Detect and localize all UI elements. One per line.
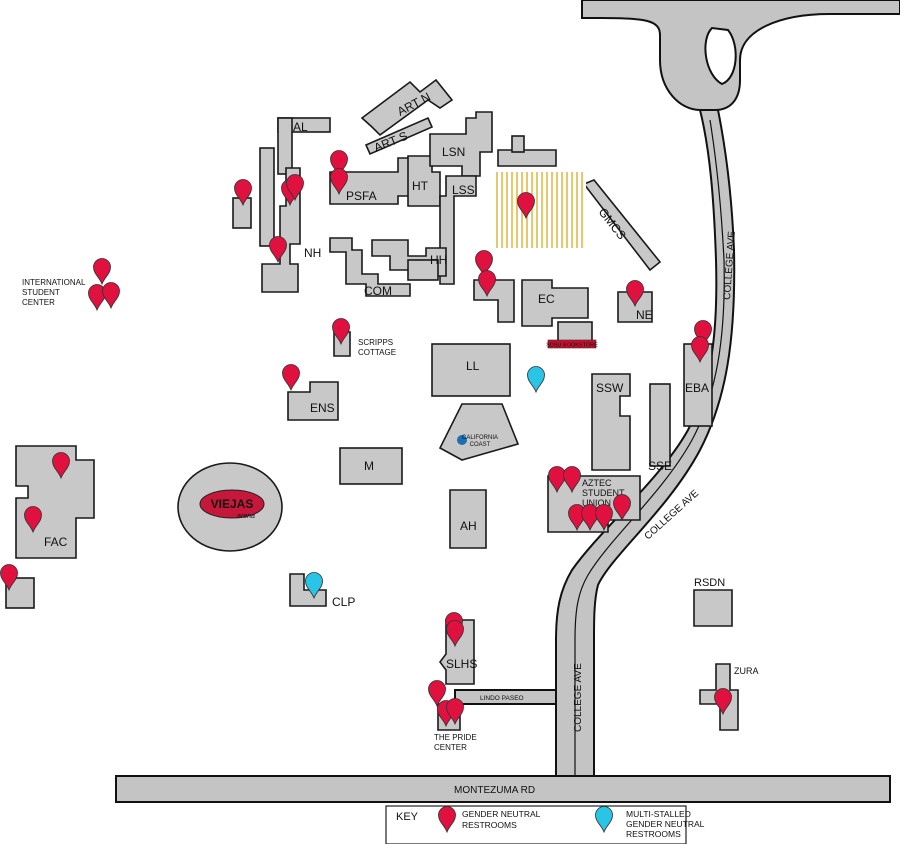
bookstore-sign: SDSU BOOKSTORE bbox=[546, 339, 598, 349]
label-aztec-1: AZTEC bbox=[582, 478, 612, 488]
label-m: M bbox=[364, 459, 374, 473]
label-ah: AH bbox=[460, 519, 477, 533]
college-ave-median bbox=[574, 119, 725, 778]
label-fac: FAC bbox=[44, 535, 68, 549]
ah-building bbox=[449, 489, 487, 549]
viejas-logo: VIEJAS arena bbox=[199, 489, 265, 520]
label-slhs: SLHS bbox=[446, 657, 477, 671]
label-sse: SSE bbox=[648, 459, 672, 473]
ll-building bbox=[431, 343, 511, 397]
legend-blue-label-3: RESTROOMS bbox=[626, 829, 681, 839]
legend-red-label-2: RESTROOMS bbox=[462, 820, 517, 830]
montezuma-label: MONTEZUMA RD bbox=[454, 785, 535, 796]
multi-stall-pin-1[interactable] bbox=[527, 366, 545, 393]
label-ll: LL bbox=[466, 359, 480, 373]
lsn-annex bbox=[497, 149, 557, 167]
label-aztec-2: STUDENT bbox=[582, 488, 625, 498]
gmcs-building bbox=[582, 179, 662, 272]
map-legend: KEY GENDER NEUTRAL RESTROOMS MULTI-STALL… bbox=[385, 805, 705, 844]
montezuma-road bbox=[115, 775, 891, 803]
label-al: AL bbox=[293, 120, 308, 134]
label-clp: CLP bbox=[332, 595, 355, 609]
restroom-pin-7[interactable] bbox=[93, 258, 111, 285]
college-ave-label-1: COLLEGE AVE bbox=[722, 231, 738, 301]
label-isc-1: INTERNATIONAL bbox=[22, 278, 86, 287]
label-nh: NH bbox=[304, 246, 321, 260]
legend-title: KEY bbox=[396, 811, 419, 823]
fac-building bbox=[15, 445, 95, 559]
viejas-logo-subtext: arena bbox=[237, 513, 255, 520]
california-coast-logo: CALIFORNIA COAST bbox=[457, 435, 498, 448]
label-ens: ENS bbox=[310, 401, 335, 415]
label-ec: EC bbox=[538, 292, 555, 306]
label-ne: NE bbox=[636, 308, 653, 322]
clp-building bbox=[289, 573, 327, 607]
label-pride-2: CENTER bbox=[434, 743, 467, 752]
label-scripps-1: SCRIPPS bbox=[358, 338, 393, 347]
roads bbox=[115, 0, 900, 803]
label-lsn: LSN bbox=[442, 145, 465, 159]
interchange-road bbox=[581, 0, 900, 111]
legend-blue-label-1: MULTI-STALLED bbox=[626, 809, 691, 819]
lindo-paseo-label: LINDO PASEO bbox=[480, 695, 524, 702]
al-wing bbox=[277, 117, 293, 175]
label-isc-3: CENTER bbox=[22, 298, 55, 307]
label-lss: LSS bbox=[452, 183, 475, 197]
restroom-pin-9[interactable] bbox=[102, 282, 120, 309]
label-isc-2: STUDENT bbox=[22, 288, 60, 297]
hh-extension bbox=[407, 259, 439, 281]
sse-building bbox=[649, 383, 671, 467]
interchange-loop bbox=[704, 26, 737, 86]
ens-building bbox=[287, 381, 339, 421]
buildings bbox=[5, 78, 739, 731]
com-building bbox=[329, 237, 411, 297]
cal-coast-1: CALIFORNIA bbox=[462, 435, 498, 441]
ec-building bbox=[521, 279, 589, 327]
label-zura: ZURA bbox=[734, 666, 759, 676]
label-hh: HH bbox=[430, 253, 447, 267]
parking-hatched bbox=[494, 172, 586, 248]
ssw-building bbox=[591, 373, 631, 471]
label-eba: EBA bbox=[685, 381, 709, 395]
building-labels: ART N ART S AL LSN PSFA HT LSS GMCS NH H… bbox=[22, 90, 759, 752]
m-building bbox=[339, 447, 403, 485]
bookstore-label: SDSU BOOKSTORE bbox=[546, 343, 598, 349]
art-north-building bbox=[360, 78, 454, 137]
label-scripps-2: COTTAGE bbox=[358, 348, 396, 357]
legend-blue-label-2: GENDER NEUTRAL bbox=[626, 819, 705, 829]
college-ave-label-3: COLLEGE AVE bbox=[573, 663, 584, 732]
rsdn-building bbox=[693, 589, 733, 627]
label-pride-1: THE PRIDE bbox=[434, 733, 477, 742]
lss-building bbox=[439, 175, 477, 285]
west-strip-building bbox=[259, 147, 275, 247]
california-coast-building bbox=[438, 403, 520, 461]
restroom-pin-17[interactable] bbox=[282, 364, 300, 391]
art-south-building bbox=[364, 116, 434, 156]
bookstore-building bbox=[557, 321, 593, 343]
label-ht: HT bbox=[412, 179, 429, 193]
legend-red-label-1: GENDER NEUTRAL bbox=[462, 809, 541, 819]
label-ssw: SSW bbox=[596, 381, 624, 395]
lsn-annex-top bbox=[511, 135, 525, 153]
viejas-logo-text: VIEJAS bbox=[211, 497, 254, 511]
label-rsdn: RSDN bbox=[694, 577, 725, 589]
cal-coast-2: COAST bbox=[470, 442, 491, 448]
lsn-building bbox=[429, 111, 493, 177]
nw-ec-building bbox=[473, 279, 515, 323]
label-psfa: PSFA bbox=[346, 189, 377, 203]
label-aztec-3: UNION bbox=[582, 498, 611, 508]
label-com: COM bbox=[364, 284, 392, 298]
